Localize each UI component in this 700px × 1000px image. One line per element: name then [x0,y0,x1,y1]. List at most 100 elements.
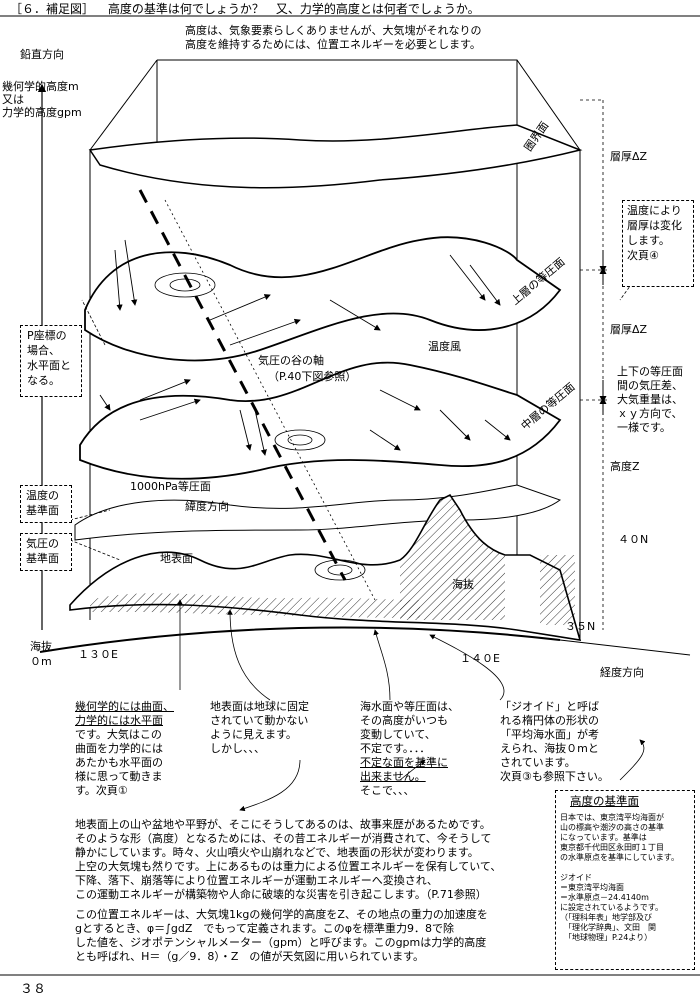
body2-l1: この位置エネルギーは、大気塊1kgの幾何学的高度をZ、その地点の重力の加速度を [75,908,488,921]
ref-line-2: 山の標高や潮汐の高さの基準 [560,823,664,832]
note1-l5: あたかも水平面の [75,756,163,769]
note1-l7: す。次頁① [75,784,128,797]
press-ref-box: 気圧の 基準面 [20,533,72,571]
body1-l6: この運動エネルギーが構築物や人命に破壊的な災害を引き起こします。（P.71参照） [75,888,487,901]
top-note-line-2: 高度を維持するためには、位置エネルギーを必要とします。 [185,38,481,51]
pressure-diff-2: 間の気圧差、 [617,379,683,392]
p-coord-1: P座標の [27,329,67,342]
note1-l4: 曲面を力学的には [75,742,163,755]
p-coord-4: なる。 [27,374,60,387]
header: ［６．補足図］ 高度の基準は何でしょうか？ 又、力学的高度とは何者でしょうか。 [10,0,480,17]
thermal-wind-label: 温度風 [428,340,461,353]
header-question: 高度の基準は何でしょうか？ 又、力学的高度とは何者でしょうか。 [107,2,480,16]
sea-level-label-2: ０m [30,655,52,668]
temp-ref-2: 基準面 [26,504,59,517]
note1-l1: 幾何学的には曲面、 [75,700,174,713]
body2-l2: gとするとき、φ＝∫gdZ でもって定義されます。このφを標準重力9．8で除 [75,922,454,935]
vertical-label: 鉛直方向 [20,48,64,61]
ref-line-11: （「理科年表」地学部及び [560,913,652,922]
note4-l3: 「平均海水面」が考 [500,728,599,741]
ref-line-8: ＝東京湾平均海面 [560,883,624,892]
page-number: ３８ [20,982,47,997]
note4-l2: れる楕円体の形状の [500,714,599,727]
lon-130-label: １３０E [78,648,118,661]
thickness-label-2: 層厚ΔZ [610,323,648,336]
lat-35-label: ３５N [565,620,596,633]
edge-hatch [540,555,575,625]
lat-dir-label: 緯度方向 [185,500,229,513]
section-label: ［６．補足図］ [10,2,95,16]
height-label-2: 又は [2,93,24,106]
ref-line-12: 「理化学辞典」、文田 関 [560,923,656,932]
top-note-line-1: 高度は、気象要素らしくありませんが、大気塊がそれなりの [185,24,482,37]
trough-label-2: （P.40下図参照） [268,370,357,383]
p1000-label: 1000hPa等圧面 [130,480,211,493]
note3-l7: そこで、、、 [360,784,415,797]
reference-box: 高度の基準面 日本では、東京湾平均海面が 山の標高や潮汐の高さの基準 になってい… [555,790,695,970]
note1-line-2: 力学的には水平面 [75,714,163,727]
note3-l2: その高度がいつも [360,714,448,727]
note3-l6: 出来ません。 [360,770,426,783]
body1-l1: 地表面上の山や盆地や平野が、そこにそうしてあるのは、故事来歴があるためです。 [75,818,491,831]
lon-dir-label: 経度方向 [600,666,644,679]
trough-axis [138,189,347,581]
pressure-diff-1: 上下の等圧面 [617,365,683,378]
body2-l4: とも呼ばれ、H＝（g／9．8）・Z の値が天気図に用いられています。 [75,950,424,963]
temp-thickness-box: 温度により 層厚は変化 します。 次頁④ [622,200,694,287]
note3-l3: 変動していて、 [360,728,436,741]
body1-l5: 下降、落下、崩落等により位置エネルギーが運動エネルギーへ変換され、 [75,874,438,887]
ref-line-13: 「地球物理」P.24より） [560,933,653,942]
pressure-diff-3: 大気重量は、 [617,393,683,406]
thickness-lines [580,99,610,630]
lon-140-label: １４０E [460,652,500,665]
body2-l3: した値を、ジオポテンシャルメーター（gpm）と呼びます。このgpmは力学的高度 [75,936,487,949]
p-coord-box: P座標の 場合、 水平面と なる。 [20,325,82,397]
body1-l2: そのような形（高度）となるためには、その昔エネルギーが消費されて、今そうして [75,832,492,845]
note4-l1: 「ジオイド」と呼ば [500,700,599,713]
p-coord-2: 場合、 [27,344,60,357]
ref-line-1: 日本では、東京湾平均海面が [560,813,664,822]
note1-l2: 力学的には水平面 [75,714,163,727]
p1000-surface [74,484,562,541]
note2-l2: されていて動かない [210,714,309,727]
pressure-diff-4: ｘｙ方向で、 [617,407,683,420]
lon-axis [559,639,691,656]
ref-line-3: になっています。基準は [560,833,647,842]
ground-hatch [90,593,420,618]
body1-l4: 上空の大気塊も然りです。上にあるものは重力による位置エネルギーを保有していて、 [75,860,502,873]
ref-title: 高度の基準面 [570,794,639,808]
tropopause-surface [88,124,583,189]
note2-l4: しかし、、、 [210,742,265,755]
mountain-hatch [400,495,505,620]
temp-thick-1: 温度により [627,204,682,217]
ref-line-7: ジオイド [560,873,592,882]
note4-l4: えられ、海抜０mと [500,742,599,755]
temp-thick-4: 次頁④ [627,249,659,262]
upper-isobaric-surface [84,236,562,362]
thickness-label-1: 層厚ΔZ [610,150,648,163]
press-ref-1: 気圧の [26,537,59,550]
height-label-3: 力学的高度gpm [2,106,82,119]
temp-thick-2: 層厚は変化 [627,219,682,232]
body1-l3: 静かにしています。時々、火山噴火や山崩れなどで、地表面の形状が変わります。 [75,846,479,859]
note-leaders [177,599,646,812]
middle-isobaric-surface [79,361,562,480]
press-ref-2: 基準面 [26,552,59,565]
note3-l4: 不定です。．．． [360,742,431,755]
note4-l6: 次頁③も参照下さい。 [500,770,609,783]
trough-label-1: 気圧の谷の軸 [258,354,324,367]
ref-line-5: の水準原点を基準にしています。 [560,853,679,862]
sea-level-curve [39,626,561,653]
temp-ref-1: 温度の [26,489,59,502]
low-pressure-marks [154,272,366,581]
sea-level-label-1: 海抜 [30,640,52,653]
p-coord-3: 水平面と [27,359,71,372]
lat-40-label: ４０N [618,533,649,546]
note4-l5: されています。 [500,756,576,769]
note1-l6: 様に思って動きま [75,770,163,783]
pressure-diff-5: 一様です。 [617,421,671,434]
note1-l3: です。大気はこの [75,728,162,741]
ground-label: 地表面 [160,552,193,565]
temp-thick-3: します。 [627,234,670,247]
